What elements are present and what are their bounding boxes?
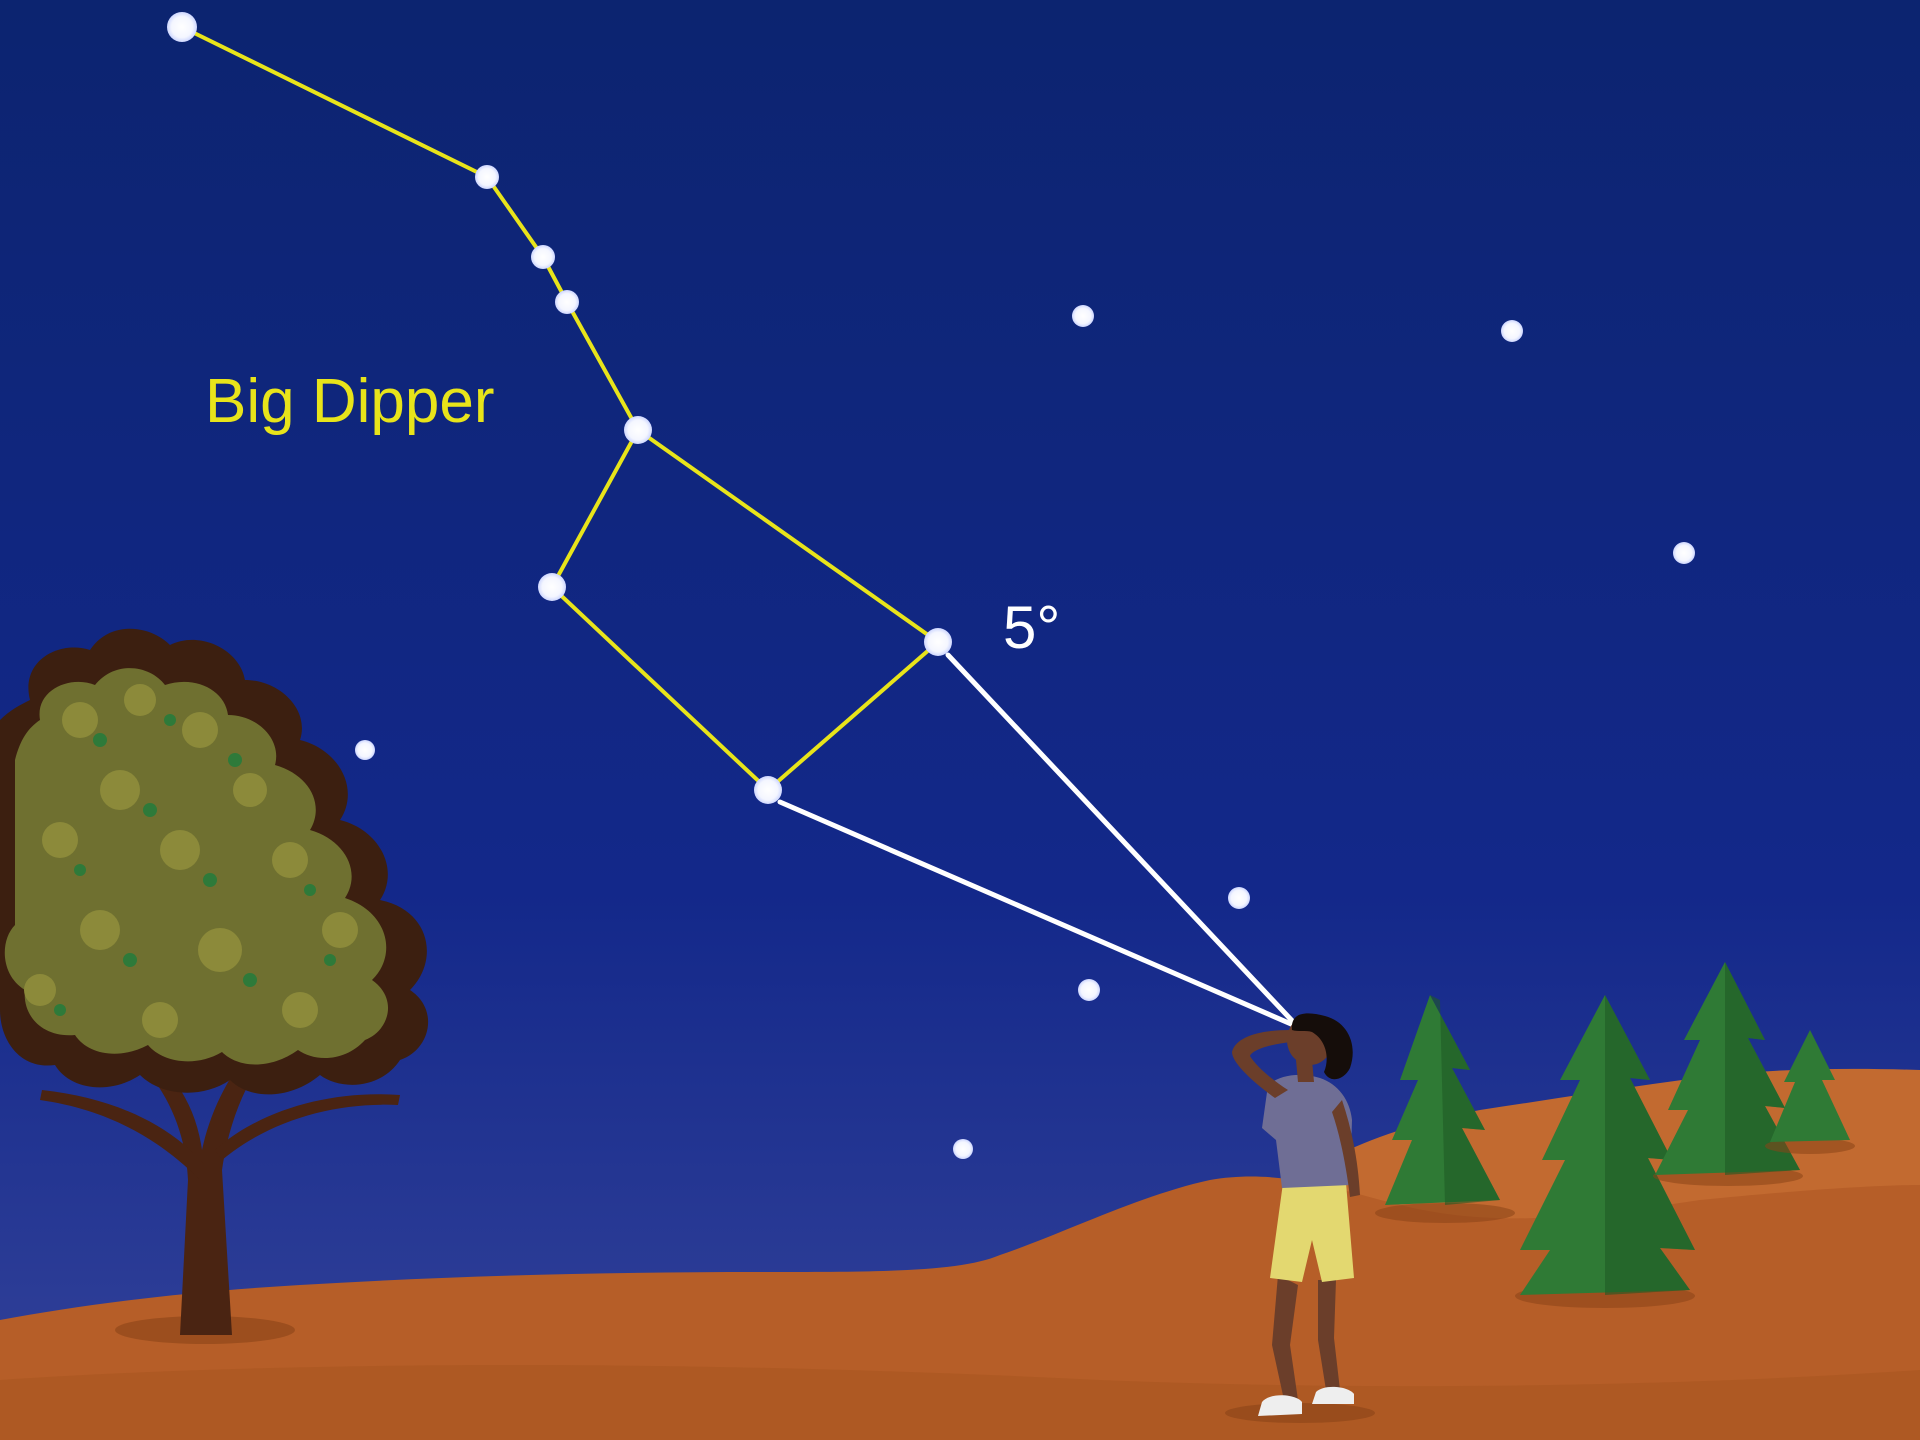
- pine-trees: [1375, 962, 1855, 1308]
- bowl-line-left: [550, 428, 640, 589]
- person-shorts: [1270, 1183, 1354, 1282]
- person-hair: [1291, 1013, 1353, 1080]
- ground-shading: [0, 1365, 1920, 1440]
- angle-label: 5°: [1003, 594, 1060, 661]
- star-icon: [1228, 887, 1250, 909]
- pine-tree-icon: [1653, 962, 1803, 1186]
- person-legs: [1272, 1275, 1340, 1400]
- star-icon: [555, 290, 579, 314]
- tree-foliage: [4, 668, 389, 1065]
- sight-line-lower: [777, 799, 1301, 1030]
- person-shoe: [1258, 1395, 1302, 1416]
- star-icon: [1501, 320, 1523, 342]
- star-icon: [167, 12, 197, 42]
- tree-icon: [0, 628, 429, 1344]
- bowl-line-right: [766, 640, 940, 792]
- person-arm: [1332, 1100, 1360, 1197]
- bowl-line-top: [636, 428, 940, 644]
- pine-tree-icon: [1375, 995, 1515, 1223]
- bowl-line-bottom: [550, 585, 770, 792]
- pine-tree-icon: [1515, 995, 1695, 1308]
- star-icon: [538, 573, 566, 601]
- pine-tree-icon: [1765, 1030, 1855, 1154]
- foliage-green-accents: [54, 714, 336, 1016]
- tree-branch: [215, 1094, 400, 1160]
- star-icon: [475, 165, 499, 189]
- sight-lines: [777, 652, 1301, 1030]
- handle-line-1: [180, 25, 489, 179]
- star-icon: [1673, 542, 1695, 564]
- handle-line-2: [485, 175, 545, 259]
- handle-line-4: [565, 300, 640, 432]
- star-icon: [355, 740, 375, 760]
- person-neck: [1296, 1060, 1314, 1082]
- person-shirt: [1262, 1074, 1352, 1188]
- star-icon: [531, 245, 555, 269]
- person-arm-raised: [1232, 1030, 1292, 1098]
- person-shoe: [1312, 1386, 1354, 1404]
- stars: [167, 12, 1695, 1159]
- foliage-highlights: [24, 684, 358, 1038]
- star-icon: [624, 416, 652, 444]
- star-icon: [1072, 305, 1094, 327]
- sight-line-upper: [945, 652, 1301, 1030]
- constellation-label: Big Dipper: [205, 367, 494, 436]
- tree-branch: [40, 1090, 205, 1180]
- star-icon: [754, 776, 782, 804]
- star-icon: [1078, 979, 1100, 1001]
- star-icon: [953, 1139, 973, 1159]
- star-icon: [924, 628, 952, 656]
- person-icon: [1225, 1013, 1375, 1423]
